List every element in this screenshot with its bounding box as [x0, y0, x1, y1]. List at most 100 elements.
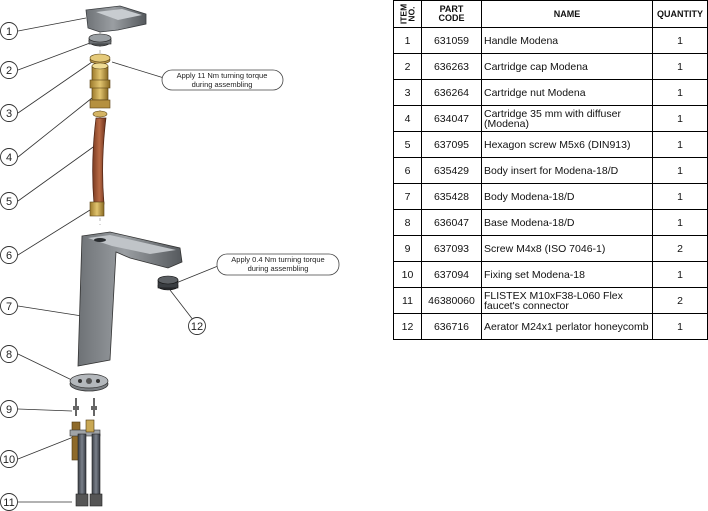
cell-name: Hexagon screw M5x6 (DIN913) [481, 131, 653, 158]
svg-text:11: 11 [3, 497, 14, 509]
header-name: NAME [481, 0, 653, 28]
cell-part-code: 637095 [421, 131, 482, 158]
cell-quantity: 1 [652, 209, 708, 236]
cell-name: Body insert for Modena-18/D [481, 157, 653, 184]
leader-lines [17, 17, 219, 503]
cell-part-code: 637094 [421, 261, 482, 288]
callout-4: 4 [0, 148, 18, 166]
callout-8: 8 [0, 345, 18, 363]
flex-hose-part [75, 433, 103, 507]
cell-item-no: 9 [393, 235, 422, 262]
aerator-part [157, 275, 179, 291]
cell-item-no: 6 [393, 157, 422, 184]
svg-text:8: 8 [6, 349, 12, 361]
cell-item-no: 3 [393, 79, 422, 106]
callout-10: 10 [0, 450, 18, 468]
cell-name: Body Modena-18/D [481, 183, 653, 210]
cell-part-code: 631059 [421, 27, 482, 54]
cell-name: Fixing set Modena-18 [481, 261, 653, 288]
callout-7: 7 [0, 297, 18, 315]
cell-item-no: 2 [393, 53, 422, 80]
cell-quantity: 1 [652, 131, 708, 158]
cartridge-part [89, 62, 111, 118]
cell-item-no: 11 [393, 287, 422, 314]
cell-part-code: 634047 [421, 105, 482, 132]
cell-quantity: 1 [652, 79, 708, 106]
cell-part-code: 636263 [421, 53, 482, 80]
cartridge-nut-part [89, 53, 111, 65]
cell-item-no: 10 [393, 261, 422, 288]
svg-text:12: 12 [191, 321, 203, 333]
callout-2: 2 [0, 61, 18, 79]
cell-quantity: 1 [652, 157, 708, 184]
table-header-row: ITEM NO. PART CODE NAME QUANTITY [393, 0, 708, 28]
cartridge-cap-part [88, 33, 112, 47]
cell-quantity: 1 [652, 105, 708, 132]
base-part [69, 373, 109, 392]
cell-part-code: 635428 [421, 183, 482, 210]
cell-part-code: 636716 [421, 313, 482, 340]
callout-12: 12 [188, 317, 206, 335]
cell-name: Screw M4x8 (ISO 7046-1) [481, 235, 653, 262]
header-item-no: ITEM NO. [393, 0, 422, 28]
cell-part-code: 46380060 [421, 287, 482, 314]
handle-part [85, 5, 147, 33]
header-part-code: PART CODE [421, 0, 482, 28]
cell-name: Base Modena-18/D [481, 209, 653, 236]
svg-text:Apply 11 Nm turning torque: Apply 11 Nm turning torque [177, 71, 268, 80]
cell-quantity: 2 [652, 235, 708, 262]
svg-text:6: 6 [6, 250, 12, 262]
callout-5: 5 [0, 192, 18, 210]
cell-name: Cartridge 35 mm with diffuser (Modena) [481, 105, 653, 132]
callout-6: 6 [0, 246, 18, 264]
callout-9: 9 [0, 400, 18, 418]
cell-item-no: 4 [393, 105, 422, 132]
svg-text:3: 3 [6, 108, 12, 120]
torque-note-2: Apply 0.4 Nm turning torque during assem… [216, 253, 340, 276]
cell-quantity: 1 [652, 313, 708, 340]
cell-item-no: 5 [393, 131, 422, 158]
svg-text:Apply 0.4 Nm turning torque: Apply 0.4 Nm turning torque [231, 255, 324, 264]
callout-1: 1 [0, 22, 18, 40]
cell-part-code: 635429 [421, 157, 482, 184]
cell-quantity: 1 [652, 261, 708, 288]
cell-quantity: 1 [652, 27, 708, 54]
svg-text:4: 4 [6, 152, 12, 164]
svg-text:during assembling: during assembling [248, 264, 309, 273]
screw-m4-part [73, 398, 97, 416]
cell-quantity: 1 [652, 183, 708, 210]
svg-text:10: 10 [3, 454, 15, 466]
cell-name: Cartridge nut Modena [481, 79, 653, 106]
exploded-view-diagram: Apply 11 Nm turning torque during assemb… [0, 5, 340, 511]
header-quantity: QUANTITY [652, 0, 708, 28]
svg-text:5: 5 [6, 196, 12, 208]
body-insert-part [89, 117, 107, 217]
cell-item-no: 1 [393, 27, 422, 54]
svg-text:1: 1 [6, 26, 12, 38]
cell-part-code: 636264 [421, 79, 482, 106]
svg-text:during assembling: during assembling [192, 80, 253, 89]
cell-part-code: 637093 [421, 235, 482, 262]
cell-quantity: 1 [652, 53, 708, 80]
callout-3: 3 [0, 104, 18, 122]
faucet-body-part [77, 231, 183, 367]
cell-name: Aerator M24x1 perlator honeycomb [481, 313, 653, 340]
cell-part-code: 636047 [421, 209, 482, 236]
svg-text:7: 7 [6, 301, 12, 313]
svg-text:2: 2 [6, 65, 12, 77]
torque-note-1: Apply 11 Nm turning torque during assemb… [161, 69, 284, 91]
